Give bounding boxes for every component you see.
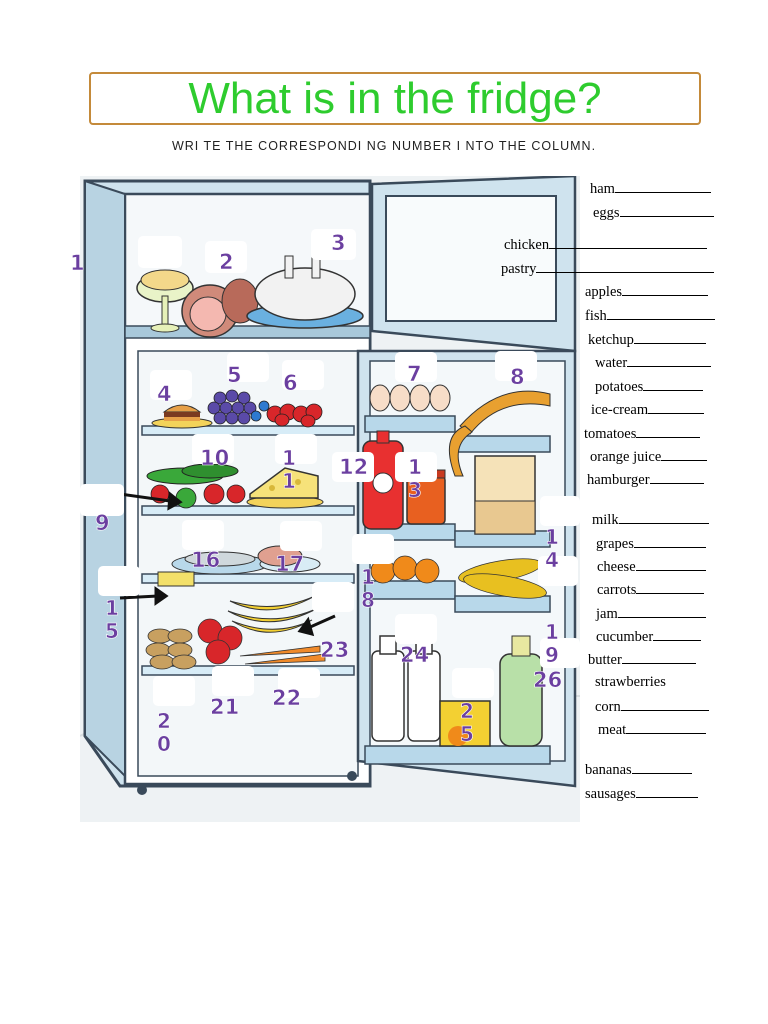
title-box: What is in the fridge?: [89, 72, 701, 125]
number-label: 3: [331, 231, 346, 255]
word-entry: jam: [596, 605, 706, 623]
word-entry: tomatoes: [584, 425, 701, 443]
word-entry: grapes: [596, 535, 706, 553]
fish-icon: [171, 551, 269, 575]
word-entry: meat: [598, 721, 707, 739]
number-label: 20: [157, 709, 172, 756]
number-label: 13: [408, 455, 423, 502]
word-entry: ham: [590, 180, 711, 198]
word-entry: water: [595, 354, 712, 372]
word-entry: pastry: [501, 260, 715, 278]
word-entry: chicken: [504, 236, 708, 254]
word-entry: cucumber: [596, 628, 702, 646]
ham-icon: [181, 278, 259, 338]
word-entry: carrots: [597, 581, 705, 599]
arrow-icons: [119, 491, 336, 637]
grapes-icon: [207, 389, 270, 425]
orange-juice-icon: [474, 455, 536, 535]
number-label: 4: [157, 382, 172, 406]
word-entry: milk: [592, 511, 709, 529]
potatoes-icon: [145, 628, 197, 670]
pastry-icon: [136, 269, 194, 333]
sausages-icon: [448, 390, 551, 477]
hamburger-icon: [151, 404, 213, 429]
number-label: 5: [227, 363, 242, 387]
word-entry: eggs: [593, 204, 714, 222]
word-entry: corn: [595, 698, 709, 716]
word-entry: orange juice: [590, 448, 708, 466]
number-label: 17: [275, 552, 305, 576]
strawberries-icon: [266, 403, 323, 428]
number-label: 2: [219, 250, 234, 274]
number-label: 25: [460, 699, 475, 746]
tomatoes-icon: [150, 483, 246, 509]
oranges-icon: [370, 555, 440, 584]
number-label: 26: [533, 668, 563, 692]
instruction-text: WRI TE THE CORRESPONDI NG NUMBER I NTO T…: [171, 139, 597, 153]
corn-icon: [458, 558, 547, 599]
chicken-icon: [246, 253, 364, 329]
word-entry: cheese: [597, 558, 706, 576]
number-label: 23: [320, 638, 350, 662]
cheese-icon: [246, 467, 324, 509]
number-label: 16: [191, 548, 221, 572]
label-boxes: [80, 229, 580, 706]
number-label: 9: [95, 511, 110, 535]
carrots-icon: [239, 645, 326, 665]
word-entry: ice-cream: [591, 401, 705, 419]
number-label: 10: [200, 446, 230, 470]
word-entry: hamburger: [587, 471, 704, 489]
ice-cream-icon: [439, 700, 491, 747]
word-entry: fish: [585, 307, 715, 325]
number-label: 7: [407, 362, 422, 386]
water-icon: [499, 635, 543, 747]
number-label: 24: [400, 643, 430, 667]
word-entry: potatoes: [595, 378, 704, 396]
eggs-icon: [369, 384, 451, 412]
word-entry: strawberries: [595, 674, 666, 690]
number-label: 1: [70, 251, 85, 275]
number-label: 15: [105, 596, 120, 643]
worksheet-title: What is in the fridge?: [188, 73, 602, 123]
milk-icon: [371, 635, 441, 742]
number-label: 11: [282, 446, 297, 493]
number-label: 6: [283, 371, 298, 395]
word-entry: apples: [585, 283, 709, 301]
number-label: 19: [545, 620, 560, 667]
number-label: 8: [510, 365, 525, 389]
word-entry: butter: [588, 651, 696, 669]
number-label: 22: [272, 686, 302, 710]
number-label: 18: [361, 565, 376, 612]
word-entry: bananas: [585, 761, 692, 779]
word-entry: sausages: [585, 785, 698, 803]
apples-icon: [197, 618, 243, 665]
freezer-door: [370, 176, 577, 353]
number-label: 21: [210, 695, 240, 719]
word-entry: ketchup: [588, 331, 706, 349]
number-label: 12: [339, 455, 369, 479]
cucumber-icon: [146, 463, 239, 485]
number-label: 14: [545, 525, 560, 572]
fridge-illustration: [80, 176, 580, 822]
butter-icon: [157, 571, 195, 587]
